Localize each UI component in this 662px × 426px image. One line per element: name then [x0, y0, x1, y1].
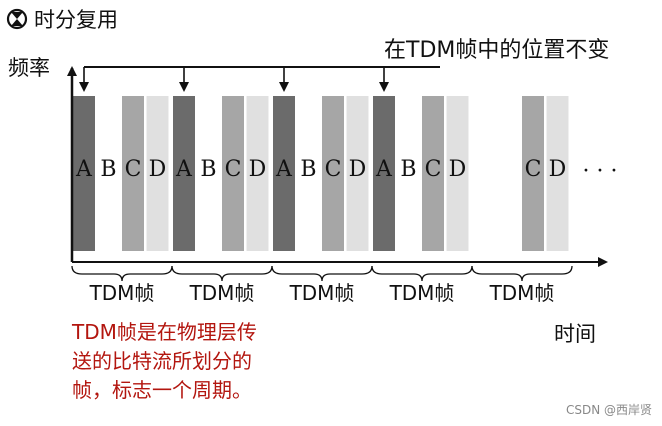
slot-bar-a: [173, 96, 195, 251]
slot-letter: C: [425, 157, 442, 182]
x-axis-label: 时间: [554, 322, 596, 346]
slot-letter: B: [300, 157, 316, 182]
page-title: 时分复用: [34, 8, 118, 32]
ellipsis: · · ·: [583, 159, 618, 184]
frame-brace: [271, 265, 373, 282]
slot-bar-d: [546, 96, 569, 251]
slot-bar-c: [422, 96, 444, 251]
slot-letter: B: [100, 157, 116, 182]
slot-letter: D: [149, 157, 167, 182]
slot-letter: C: [125, 157, 142, 182]
slot-letter: D: [349, 157, 367, 182]
slot-letter: A: [375, 157, 393, 182]
note-line: TDM帧是在物理层传: [72, 320, 257, 344]
slot-bar-d: [446, 96, 469, 251]
slot-letter: C: [325, 157, 342, 182]
slot-letter: A: [75, 157, 93, 182]
frame-brace: [471, 265, 573, 282]
title-row: 时分复用: [6, 6, 118, 32]
slot-bar-c: [222, 96, 244, 251]
slot-letter: D: [449, 157, 467, 182]
slot-bar-c: [522, 96, 544, 251]
hourglass-icon: [6, 8, 28, 30]
slot-letter: C: [225, 157, 242, 182]
frame-label: TDM帧: [389, 281, 455, 305]
slot-bar-c: [122, 96, 144, 251]
slot-bar-a: [273, 96, 295, 251]
frame-brace: [171, 265, 273, 282]
frame-brace: [371, 265, 473, 282]
watermark: CSDN @西岸贤: [565, 403, 652, 417]
slot-bar-c: [322, 96, 344, 251]
frame-label: TDM帧: [89, 281, 155, 305]
slot-bar-d: [346, 96, 369, 251]
slot-letter: D: [249, 157, 267, 182]
frame-brace: [71, 265, 173, 282]
slot-letter: B: [400, 157, 416, 182]
slot-letter: A: [275, 157, 293, 182]
slot-letter: D: [549, 157, 567, 182]
note-line: 送的比特流所划分的: [72, 349, 252, 373]
frame-label: TDM帧: [489, 281, 555, 305]
slot-bar-d: [146, 96, 169, 251]
frame-label: TDM帧: [289, 281, 355, 305]
position-label: 在TDM帧中的位置不变: [384, 38, 610, 63]
tdm-note: TDM帧是在物理层传 送的比特流所划分的 帧，标志一个周期。: [72, 318, 352, 405]
slot-bar-a: [373, 96, 395, 251]
y-axis-label: 频率: [8, 56, 50, 80]
slot-letter: C: [525, 157, 542, 182]
frame-label: TDM帧: [189, 281, 255, 305]
slot-letter: A: [175, 157, 193, 182]
slot-letter: B: [200, 157, 216, 182]
note-line: 帧，标志一个周期。: [72, 378, 252, 402]
slot-bar-a: [73, 96, 95, 251]
slot-bar-d: [246, 96, 269, 251]
